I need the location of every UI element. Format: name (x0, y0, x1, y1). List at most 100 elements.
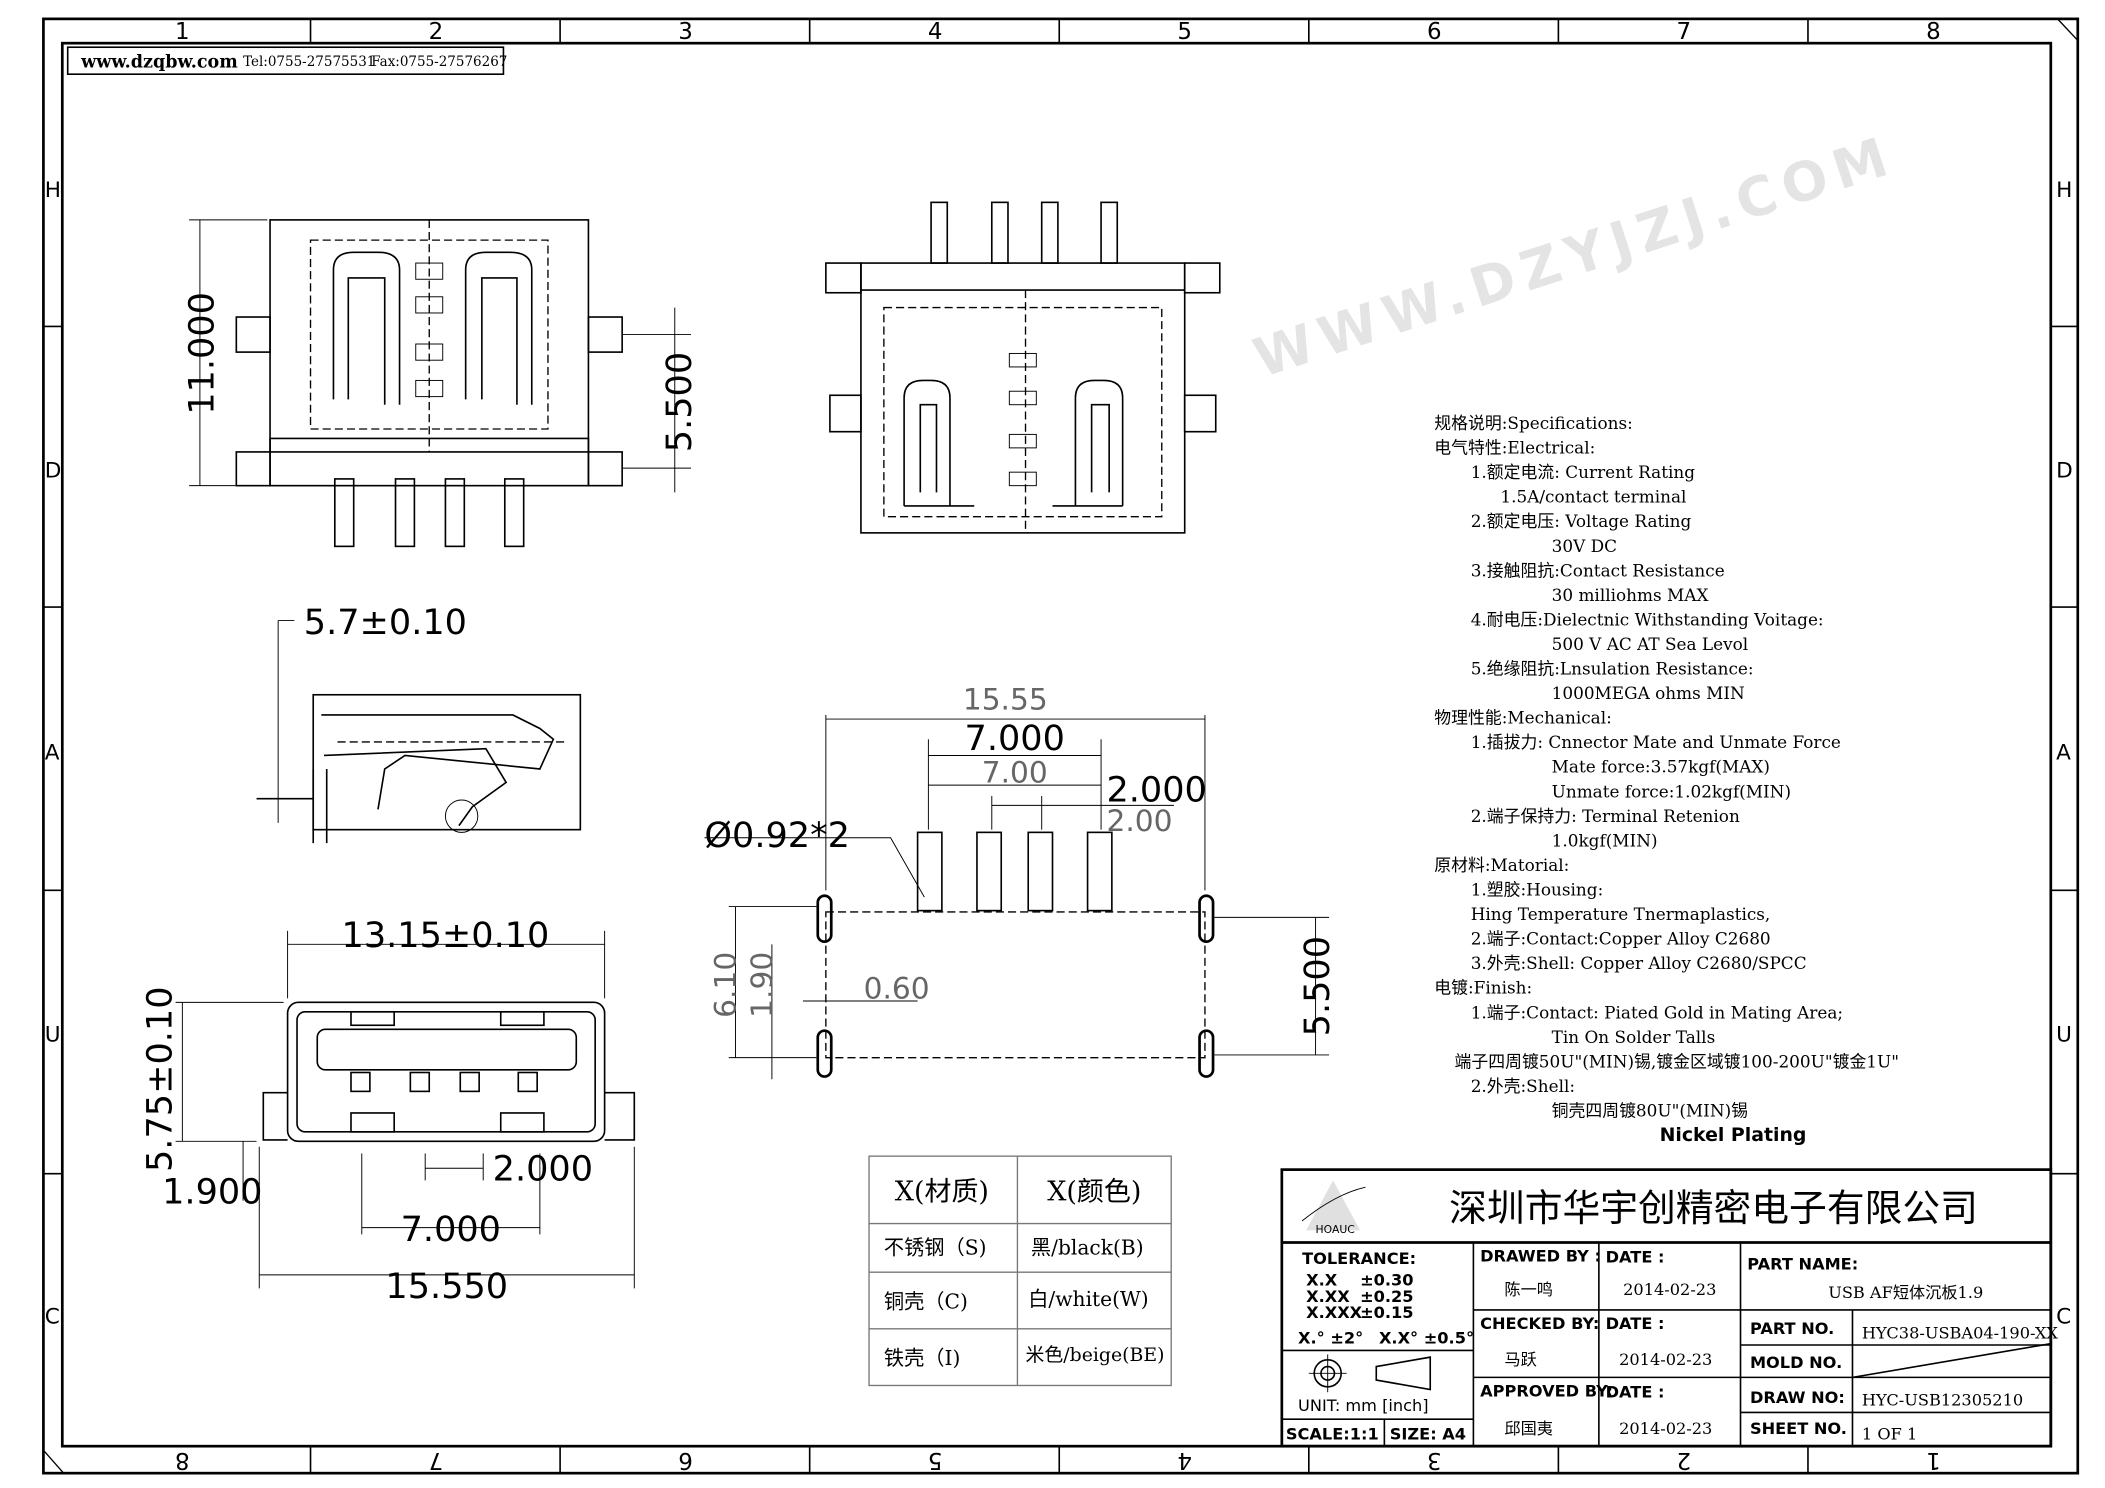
grid-column-label: 5 (928, 1447, 943, 1473)
front-view: 13.15±0.10 5.75±0.10 1.900 2.000 7.000 1… (140, 915, 636, 1307)
label: X.X (1306, 1271, 1338, 1290)
material-table: X(材质) X(颜色) 不锈钢（S) 黑/black(B) 铜壳（C) 白/wh… (868, 1155, 1172, 1387)
spec-line: 铜壳四周镀80U"(MIN)锡 (1552, 1100, 1748, 1120)
spec-line: 电镀:Finish: (1434, 978, 1532, 998)
spec-line: Unmate force:1.02kgf(MIN) (1552, 781, 1791, 801)
specifications: 规格说明:Specifications: 电气特性:Electrical: 1.额定… (1434, 413, 1899, 1146)
label: 1 OF 1 (1862, 1424, 1917, 1443)
spec-line: 500 V AC AT Sea Levol (1552, 634, 1749, 654)
grid-row-label: C (2056, 1304, 2071, 1329)
drawing-frame (42, 17, 2080, 1475)
grid-row-label: D (2056, 459, 2073, 484)
label: ±0.15 (1360, 1303, 1413, 1322)
dim-label: 2.000 (493, 1148, 593, 1189)
spec-line: 1.塑胶:Housing: (1471, 879, 1604, 899)
dim-label: 5.500 (1297, 936, 1338, 1036)
label: 马跃 (1504, 1350, 1536, 1369)
side-view: 5.7±0.10 (256, 602, 582, 844)
spec-line: Mate force:3.57kgf(MAX) (1552, 757, 1770, 777)
dim-label: 15.550 (385, 1266, 508, 1307)
grid-row-label: U (2056, 1022, 2072, 1047)
dim-label: 0.60 (864, 970, 930, 1005)
spec-line: 电气特性:Electrical: (1434, 438, 1595, 458)
dim-label: 7.000 (401, 1209, 501, 1250)
grid-row-label: H (2056, 178, 2072, 203)
spec-line: Tin On Solder Talls (1552, 1027, 1716, 1047)
table-cell: 黑/black(B) (1031, 1236, 1144, 1260)
label: SCALE:1:1 (1286, 1424, 1379, 1443)
label: DATE : (1606, 1248, 1665, 1267)
spec-line: 1.额定电流: Current Rating (1471, 462, 1696, 482)
label: USB AF短体沉板1.9 (1828, 1283, 1983, 1302)
label: APPROVED BY: (1480, 1381, 1613, 1400)
grid-column-label: 2 (1677, 1447, 1692, 1473)
spec-line: 5.绝缘阻抗:Lnsulation Resistance: (1471, 659, 1754, 679)
dim-label: 1.90 (744, 952, 779, 1018)
spec-line: 2.额定电压: Voltage Rating (1471, 511, 1692, 531)
top-view: 11.000 5.500 (181, 219, 700, 548)
label: PART NO. (1750, 1319, 1834, 1338)
grid-row-label: U (45, 1022, 61, 1047)
dim-label: 2.00 (1106, 803, 1172, 838)
label: TOLERANCE: (1302, 1249, 1416, 1268)
company-name: 深圳市华宇创精密电子有限公司 (1449, 1186, 1978, 1230)
label: DATE : (1606, 1314, 1665, 1333)
label: PART NAME: (1747, 1254, 1858, 1273)
label: 2014-02-23 (1619, 1419, 1712, 1438)
pcb-layout: 15.55 7.000 7.00 2.000 2.00 Ø0.92*2 6.10… (704, 682, 1338, 1080)
grid-column-label: 7 (429, 1447, 444, 1473)
label: MOLD NO. (1750, 1353, 1842, 1372)
spec-line: 2.端子:Contact:Copper Alloy C2680 (1471, 929, 1771, 949)
label: 陈一鸣 (1504, 1280, 1553, 1299)
grid-column-label: 8 (1926, 19, 1941, 45)
dim-label: 13.15±0.10 (342, 915, 550, 956)
dim-label: 15.55 (963, 682, 1048, 717)
spec-line: 原材料:Matorial: (1434, 855, 1569, 875)
label: SHEET NO. (1750, 1419, 1847, 1438)
label: DRAW NO: (1750, 1388, 1845, 1407)
label: HYC-USB12305210 (1862, 1391, 2023, 1410)
dim-label: 5.75±0.10 (140, 986, 181, 1172)
label: WWW.DZYJZJ.COM (1246, 123, 1903, 390)
spec-line: 规格说明:Specifications: (1434, 413, 1633, 433)
spec-line: 物理性能:Mechanical: (1434, 708, 1612, 728)
grid-column-label: 2 (429, 19, 444, 45)
label: DRAWED BY : (1480, 1246, 1601, 1265)
grid-column-label: 6 (678, 1447, 693, 1473)
fax: Fax:0755-27576267 (371, 54, 507, 70)
label: X.X° ±0.5° (1379, 1329, 1474, 1348)
dim-label: 7.00 (982, 754, 1048, 789)
grid-row-label: C (45, 1304, 60, 1329)
grid-column-label: 1 (175, 19, 190, 45)
spec-line: 30V DC (1552, 536, 1617, 556)
label: X.° ±2° (1298, 1329, 1363, 1348)
label: HYC38-USBA04-190-XX (1862, 1323, 2058, 1342)
grid-column-label: 1 (1926, 1447, 1941, 1473)
spec-line: 1.端子:Contact: Piated Gold in Mating Area… (1471, 1002, 1843, 1022)
grid-column-label: 3 (678, 19, 693, 45)
spec-line: 1.0kgf(MIN) (1552, 830, 1658, 850)
grid-row-label: A (45, 741, 60, 766)
label: HOAUC (1316, 1223, 1355, 1236)
label: X.XX (1306, 1287, 1350, 1306)
rear-view (825, 201, 1221, 534)
label: ±0.30 (1360, 1271, 1413, 1290)
grid-row-label: H (45, 178, 61, 203)
label: ±0.25 (1360, 1287, 1413, 1306)
grid-column-label: 6 (1427, 19, 1442, 45)
spec-line: 3.接触阻抗:Contact Resistance (1471, 560, 1725, 580)
spec-line: 1000MEGA ohms MIN (1552, 683, 1745, 703)
label: X.XXX (1306, 1303, 1363, 1322)
spec-line: 1.插拔力: Cnnector Mate and Unmate Force (1471, 732, 1841, 752)
table-header: X(颜色) (1047, 1177, 1141, 1208)
dim-label: Ø0.92*2 (704, 815, 850, 856)
website: www.dzqbw.com (80, 52, 238, 72)
dim-label: 5.7±0.10 (304, 602, 467, 643)
dim-label: 7.000 (965, 718, 1065, 759)
dim-label: 6.10 (707, 952, 742, 1018)
spec-line: 1.5A/contact terminal (1500, 487, 1686, 507)
grid-column-label: 7 (1677, 19, 1692, 45)
label: UNIT: mm [inch] (1298, 1396, 1429, 1415)
table-cell: 铁壳（I) (884, 1346, 961, 1370)
